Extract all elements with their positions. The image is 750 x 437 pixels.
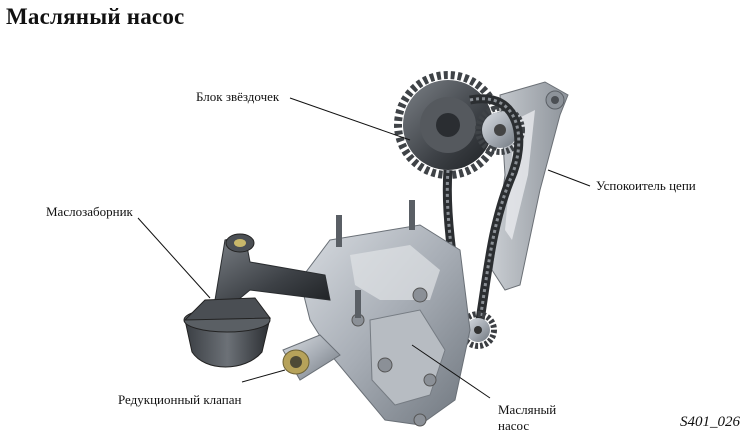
label-sprocket-block: Блок звёздочек (196, 89, 280, 104)
pump-housing (299, 200, 471, 427)
leader-chain-tensioner (547, 169, 591, 187)
label-oil-pump-line2: насос (498, 418, 530, 433)
figure-code: S401_026 (680, 414, 740, 430)
pump-sprocket (459, 311, 497, 349)
leader-oil-pump (411, 344, 491, 399)
leader-sprocket-block (289, 97, 411, 141)
leader-reducing-valve (241, 369, 286, 383)
label-oil-pump-line1: Масляный (498, 402, 557, 417)
reducing-valve (282, 334, 341, 381)
oil-intake (183, 233, 331, 368)
label-chain-tensioner: Успокоитель цепи (596, 178, 696, 193)
leader-lines (137, 97, 591, 399)
page-title: Масляный насос (6, 4, 185, 29)
label-reducing-valve: Редукционный клапан (118, 392, 242, 407)
leader-oil-intake (137, 217, 211, 299)
label-oil-intake: Маслозаборник (46, 204, 133, 219)
